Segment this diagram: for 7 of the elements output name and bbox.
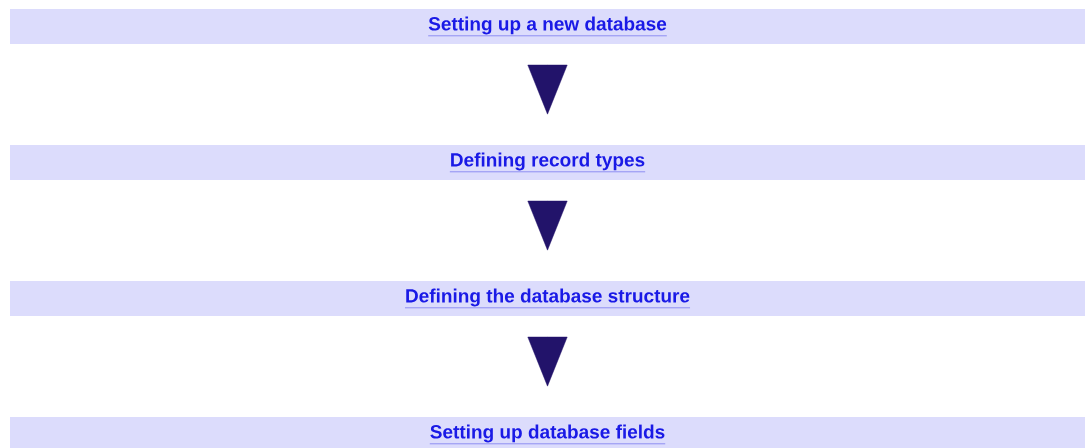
arrow	[527, 64, 568, 115]
heading-band: Setting up database fields	[10, 417, 1085, 448]
arrow	[527, 200, 568, 251]
heading-band: Defining the database structure	[10, 281, 1085, 316]
heading-band: Defining record types	[10, 145, 1085, 180]
arrow	[527, 336, 568, 387]
heading-band: Setting up a new database	[10, 9, 1085, 44]
